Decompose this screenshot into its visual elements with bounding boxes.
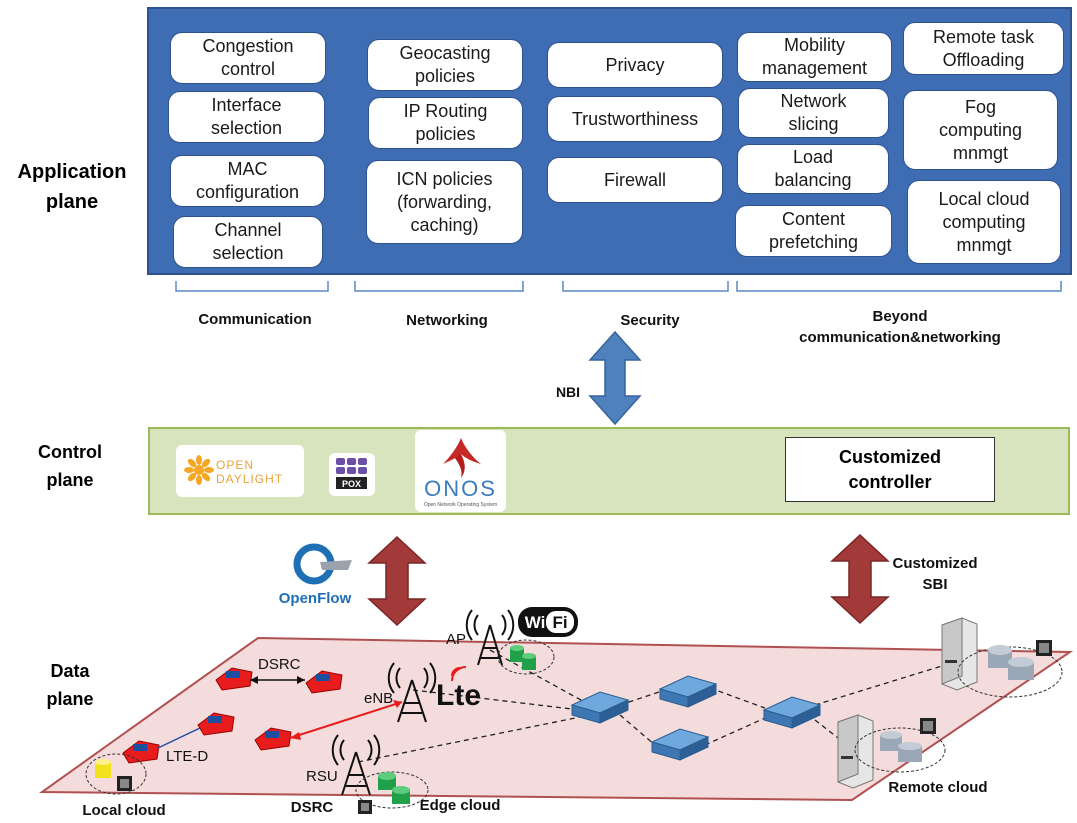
communication-brace: [175, 281, 329, 292]
switch-icon-1: [570, 691, 630, 724]
remote-storage-icon-1: [957, 640, 1063, 698]
rsu-label: RSU: [306, 768, 338, 785]
onos-subtext: Open Network Operating System: [423, 502, 498, 508]
wifi-logo: Wi Fi: [518, 607, 578, 637]
rsu-tower-icon: [331, 734, 381, 796]
switch-icon-3: [650, 728, 710, 761]
local-cloud-label: Local cloud: [82, 802, 166, 819]
lte-logo-text: Lte: [436, 679, 481, 712]
opendaylight-logo: OPEN DAYLIGHT: [176, 445, 304, 497]
ap-tower-icon: [465, 609, 515, 666]
onos-logo: ONOS Open Network Operating System: [415, 430, 506, 512]
privacy-box: Privacy: [547, 42, 723, 88]
car-icon-3: [197, 712, 235, 736]
networking-group-label: Networking: [406, 312, 488, 329]
opendaylight-text-bottom: DAYLIGHT: [216, 472, 284, 486]
lte-wireless-icon: [451, 666, 467, 682]
beyond-group-label: Beyond communication&networking: [799, 308, 1001, 346]
remote-task-offloading-box: Remote task Offloading: [903, 22, 1064, 75]
beyond-brace: [736, 281, 1062, 292]
nbi-label: NBI: [555, 384, 581, 400]
congestion-control-box: Congestion control: [170, 32, 326, 84]
ip-routing-policies-box: IP Routing policies: [368, 97, 523, 149]
data-plane-surface: [38, 636, 1074, 802]
edge-cloud-chip-icon: [358, 800, 372, 814]
edge-cloud-label: Edge cloud: [419, 797, 501, 814]
interface-selection-box: Interface selection: [168, 91, 325, 143]
geocasting-policies-box: Geocasting policies: [367, 39, 523, 91]
networking-brace: [354, 281, 524, 292]
lte-d-link-label: LTE-D: [166, 748, 209, 765]
car-icon-1: [215, 667, 253, 691]
load-balancing-box: Load balancing: [737, 144, 889, 194]
trustworthiness-box: Trustworthiness: [547, 96, 723, 142]
opendaylight-text-top: OPEN: [216, 458, 255, 472]
switch-icon-2: [658, 675, 718, 708]
network-links: [357, 649, 946, 763]
wifi-text-left: Wi: [525, 613, 546, 632]
remote-cloud-label: Remote cloud: [888, 779, 988, 796]
car-icon-2: [305, 670, 343, 694]
onos-text: ONOS: [424, 476, 497, 501]
communication-group-label: Communication: [198, 311, 312, 328]
ap-label: AP: [446, 631, 467, 648]
pox-grid-icon: POX: [336, 458, 367, 489]
openflow-icon: [293, 543, 352, 585]
remote-server-icon-1: [941, 617, 978, 691]
local-cloud-storage-icon: [85, 753, 147, 795]
mac-configuration-box: MAC configuration: [170, 155, 325, 207]
onos-bird-icon: [443, 438, 481, 478]
fog-computing-box: Fog computing mnmgt: [903, 90, 1058, 170]
dsrc-bottom-label: DSRC: [290, 799, 334, 816]
openflow-label: OpenFlow: [278, 590, 352, 607]
control-plane-label: Control plane: [38, 442, 102, 490]
security-brace: [562, 281, 729, 292]
security-group-label: Security: [620, 312, 680, 329]
customized-controller-box: Customized controller: [785, 437, 995, 502]
openflow-sbi-arrow: [367, 535, 427, 627]
lte-d-link: [157, 727, 201, 749]
local-cloud-computing-box: Local cloud computing mnmgt: [907, 180, 1061, 264]
channel-selection-box: Channel selection: [173, 216, 323, 268]
ap-storage-icon: [497, 639, 555, 675]
enb-label: eNB: [364, 690, 394, 707]
edge-cloud-storage-icon: [355, 771, 429, 809]
dsrc-link-label: DSRC: [258, 656, 301, 673]
pox-text: POX: [342, 479, 361, 489]
nbi-arrow: [588, 330, 642, 426]
car-icon-4: [254, 727, 292, 751]
remote-storage-icon-2: [854, 718, 946, 773]
enb-tower-icon: [387, 662, 437, 723]
switch-icon-4: [762, 696, 822, 729]
wifi-text-right: Fi: [552, 613, 567, 632]
application-plane-label: Application plane: [17, 161, 127, 213]
content-prefetching-box: Content prefetching: [735, 205, 892, 257]
icn-policies-box: ICN policies (forwarding, caching): [366, 160, 523, 244]
network-slicing-box: Network slicing: [738, 88, 889, 138]
mobility-management-box: Mobility management: [737, 32, 892, 82]
customized-sbi-label: Customized SBI: [892, 555, 978, 593]
data-plane-label: Data plane: [46, 661, 94, 709]
pox-logo: POX: [329, 453, 375, 496]
firewall-box: Firewall: [547, 157, 723, 203]
enb-car-link: [289, 701, 403, 739]
customized-sbi-arrow: [830, 533, 890, 625]
opendaylight-sun-icon: [184, 455, 214, 485]
